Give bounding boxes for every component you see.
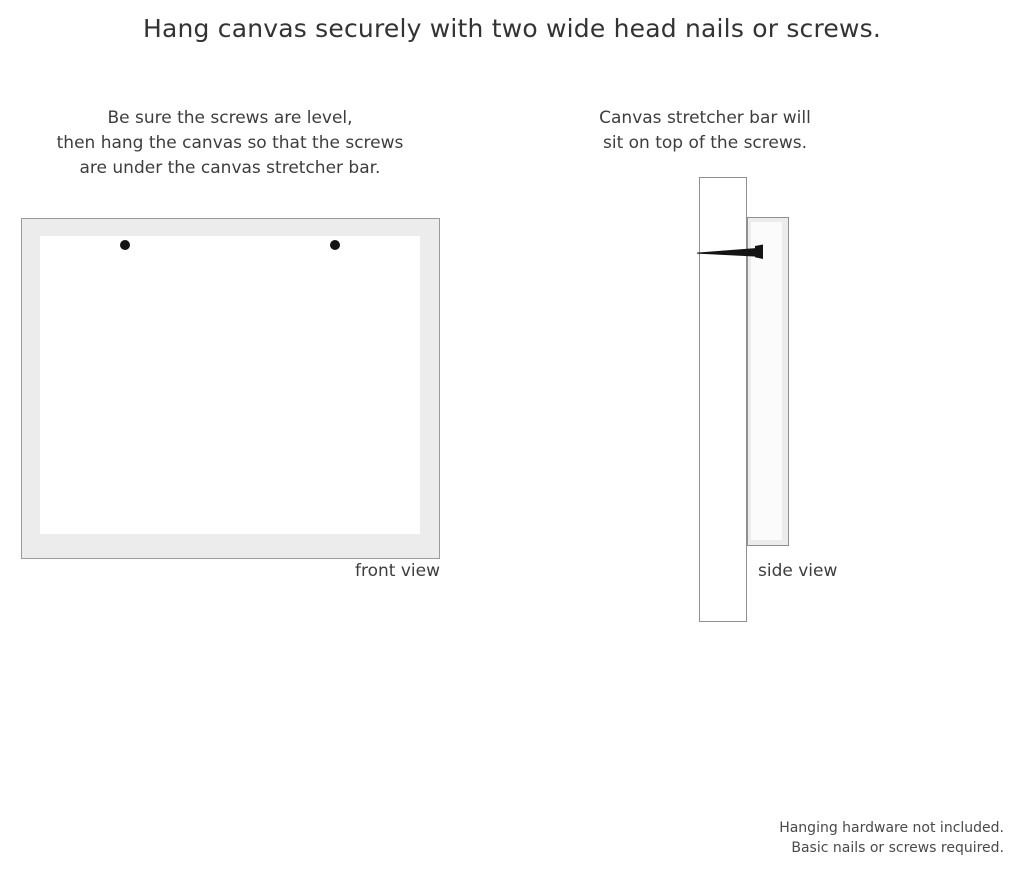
side-view-caption: Canvas stretcher bar will sit on top of … bbox=[555, 106, 855, 156]
front-caption-line-2: then hang the canvas so that the screws bbox=[56, 133, 404, 153]
front-view-caption: Be sure the screws are level, then hang … bbox=[20, 106, 440, 181]
footer-disclaimer: Hanging hardware not included. Basic nai… bbox=[524, 818, 1004, 858]
footer-line-1: Hanging hardware not included. bbox=[779, 820, 1004, 836]
side-caption-line-2: sit on top of the screws. bbox=[602, 133, 808, 153]
page-title: Hang canvas securely with two wide head … bbox=[142, 14, 882, 43]
screw-head-right-icon bbox=[330, 240, 340, 250]
front-caption-line-1: Be sure the screws are level, bbox=[107, 108, 353, 128]
side-view-figure bbox=[690, 170, 870, 630]
side-view-label: side view bbox=[758, 561, 838, 581]
canvas-face-area bbox=[40, 236, 420, 534]
front-caption-line-3: are under the canvas stretcher bar. bbox=[79, 158, 381, 178]
screw-head-left-icon bbox=[120, 240, 130, 250]
front-view-figure bbox=[21, 218, 440, 559]
stretcher-bar-inner-face bbox=[751, 222, 782, 540]
side-caption-line-1: Canvas stretcher bar will bbox=[599, 108, 811, 128]
screw-side-icon bbox=[697, 244, 763, 259]
footer-line-2: Basic nails or screws required. bbox=[791, 840, 1004, 856]
front-view-label: front view bbox=[355, 561, 440, 581]
